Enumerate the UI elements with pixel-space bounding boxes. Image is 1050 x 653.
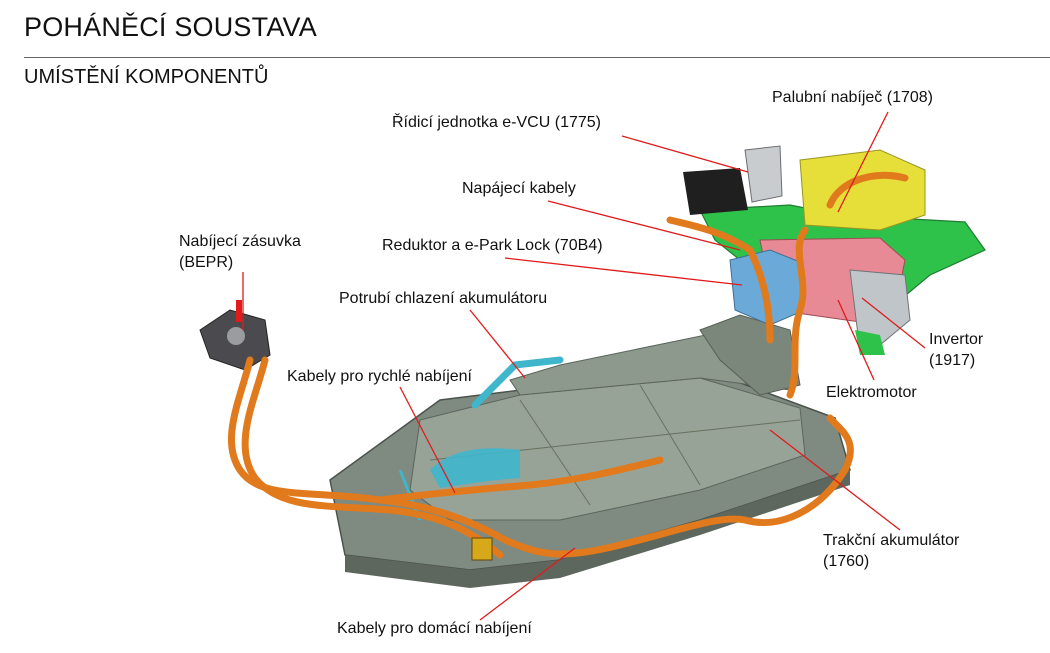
- label-fast-charge-cables: Kabely pro rychlé nabíjení: [287, 368, 472, 385]
- label-inverter: Invertor (1917): [929, 331, 984, 369]
- label-reducer: Reduktor a e-Park Lock (70B4): [382, 237, 603, 254]
- callout-lines: [242, 111, 926, 621]
- label-electric-motor: Elektromotor: [826, 384, 917, 401]
- drive-unit-illustration: [683, 145, 986, 355]
- label-coolant-pipes: Potrubí chlazení akumulátoru: [339, 290, 548, 307]
- page-subtitle: UMÍSTĚNÍ KOMPONENTŮ: [24, 66, 269, 88]
- label-home-charge-cables: Kabely pro domácí nabíjení: [337, 620, 532, 637]
- page-title: POHÁNĚCÍ SOUSTAVA: [24, 12, 317, 42]
- label-traction-battery: Trakční akumulátor (1760): [823, 532, 960, 570]
- label-evcu: Řídicí jednotka e-VCU (1775): [392, 114, 601, 131]
- title-divider: [24, 57, 1050, 58]
- traction-battery-illustration: [329, 314, 851, 588]
- charge-socket-illustration: [199, 300, 271, 371]
- hv-cables-illustration: [227, 171, 909, 559]
- label-power-cables: Napájecí kabely: [462, 180, 576, 197]
- label-charge-socket: Nabíjecí zásuvka (BEPR): [179, 233, 301, 271]
- label-onboard-charger: Palubní nabíječ (1708): [772, 89, 933, 106]
- home-charge-connector-illustration: [471, 537, 493, 561]
